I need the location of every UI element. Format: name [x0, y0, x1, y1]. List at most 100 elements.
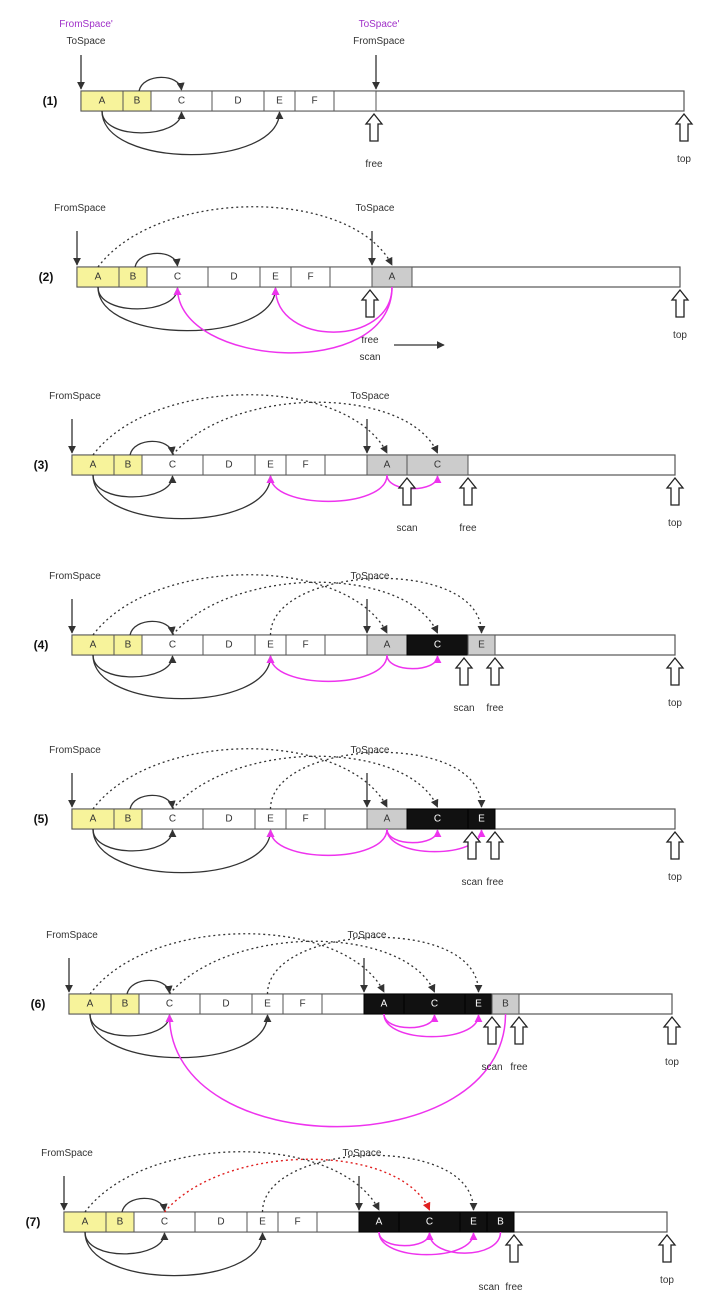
fromspace-label: FromSpace' — [59, 19, 113, 30]
to-cell-label: B — [502, 999, 509, 1010]
free-label: free — [510, 1062, 528, 1073]
from-cell-label: B — [122, 999, 129, 1010]
to-cell-label: C — [426, 1217, 433, 1228]
from-cell-label: D — [230, 272, 237, 283]
tospace-label: ToSpace — [348, 930, 387, 941]
from-cell-label: A — [90, 814, 97, 825]
ref-arrow-a-c — [92, 828, 177, 852]
from-cell-label: C — [178, 96, 185, 107]
to-cell-c — [406, 454, 469, 476]
top-label: top — [665, 1057, 679, 1068]
ref-arrow-a-c — [101, 110, 186, 134]
free-label: free — [486, 877, 504, 888]
from-cell-label: F — [299, 999, 305, 1010]
to-cell-label: E — [470, 1217, 477, 1228]
hollow-up-arrow-icon — [364, 112, 384, 142]
forward-pointer-c — [163, 1158, 431, 1213]
hollow-up-arrow-icon — [665, 656, 685, 686]
from-cell-label: C — [174, 272, 181, 283]
to-cell-label: E — [475, 999, 482, 1010]
from-cell-label: A — [99, 96, 106, 107]
forward-pointer-a — [89, 933, 385, 995]
free-label: free — [505, 1282, 523, 1293]
to-cell-label: C — [431, 999, 438, 1010]
top-label: top — [668, 698, 682, 709]
from-cell-label: A — [95, 272, 102, 283]
hollow-up-arrow-icon — [454, 656, 474, 686]
ref-arrow-b-c — [126, 979, 173, 995]
to-cell-label: A — [384, 460, 391, 471]
copied-ref-arrow — [378, 1231, 478, 1256]
from-cell-label: C — [161, 1217, 168, 1228]
from-cell-label: C — [169, 460, 176, 471]
forward-pointer-e — [261, 1154, 478, 1213]
to-cell-label: E — [478, 814, 485, 825]
from-cell-label: A — [82, 1217, 89, 1228]
forward-pointer-c — [172, 581, 439, 636]
to-cell-label: C — [434, 640, 441, 651]
hollow-up-arrow-icon — [662, 1015, 682, 1045]
copied-ref-arrow — [386, 828, 442, 844]
from-cell-label: F — [302, 814, 308, 825]
from-cell-label: F — [294, 1217, 300, 1228]
forward-pointer-e — [269, 577, 486, 636]
hollow-up-arrow-icon — [504, 1233, 524, 1263]
step-label: (5) — [34, 812, 49, 826]
copied-ref-arrow — [383, 1013, 439, 1029]
forward-pointer-e — [266, 936, 483, 995]
tospace-label: ToSpace — [351, 391, 390, 402]
from-cell-label: E — [272, 272, 279, 283]
forward-pointer-e — [269, 751, 486, 810]
from-cell-empty — [329, 266, 373, 288]
ref-arrow-a-e — [92, 828, 275, 874]
to-cell-label: A — [389, 272, 396, 283]
forward-pointer-a — [92, 394, 388, 456]
ref-arrow-a-e — [84, 1231, 267, 1277]
tospace-label: ToSpace — [356, 203, 395, 214]
step-label: (1) — [43, 94, 58, 108]
copied-ref-arrow — [266, 654, 388, 683]
hollow-up-arrow-icon — [665, 830, 685, 860]
scan-label: scan — [396, 523, 417, 534]
forward-pointer-a — [97, 206, 393, 268]
step-label: (7) — [26, 1215, 41, 1229]
from-cell-label: F — [307, 272, 313, 283]
from-cell-label: E — [267, 814, 274, 825]
tospace-label: ToSpace — [351, 745, 390, 756]
free-label: free — [361, 335, 379, 346]
from-cell-label: B — [125, 640, 132, 651]
from-cell-label: D — [225, 460, 232, 471]
from-cell-label: B — [134, 96, 141, 107]
hollow-up-arrow-icon — [657, 1233, 677, 1263]
to-cell-label: C — [434, 460, 441, 471]
ref-arrow-b-c — [129, 620, 176, 636]
from-cell-label: D — [225, 814, 232, 825]
hollow-up-arrow-icon — [509, 1015, 529, 1045]
ref-arrow-a-c — [97, 286, 182, 310]
step-label: (6) — [31, 997, 46, 1011]
tospace-label: ToSpace' — [359, 19, 400, 30]
forward-pointer-a — [92, 748, 388, 810]
from-cell-label: D — [222, 999, 229, 1010]
ref-arrow-a-c — [92, 474, 177, 498]
from-cell-label: F — [311, 96, 317, 107]
ref-arrow-a-e — [92, 474, 275, 520]
hollow-up-arrow-icon — [485, 830, 505, 860]
from-cell-empty — [333, 90, 377, 112]
copied-ref-arrow — [266, 474, 388, 503]
from-cell-label: A — [87, 999, 94, 1010]
from-cell-label: E — [259, 1217, 266, 1228]
from-cell-empty — [321, 993, 365, 1015]
fromspace-label: FromSpace — [46, 930, 98, 941]
hollow-up-arrow-icon — [485, 656, 505, 686]
step-label: (3) — [34, 458, 49, 472]
from-cell-label: C — [169, 640, 176, 651]
top-label: top — [660, 1275, 674, 1286]
fromspace-label: FromSpace — [41, 1148, 93, 1159]
to-cell-label: A — [384, 814, 391, 825]
from-cell-label: B — [125, 460, 132, 471]
free-label: free — [486, 703, 504, 714]
